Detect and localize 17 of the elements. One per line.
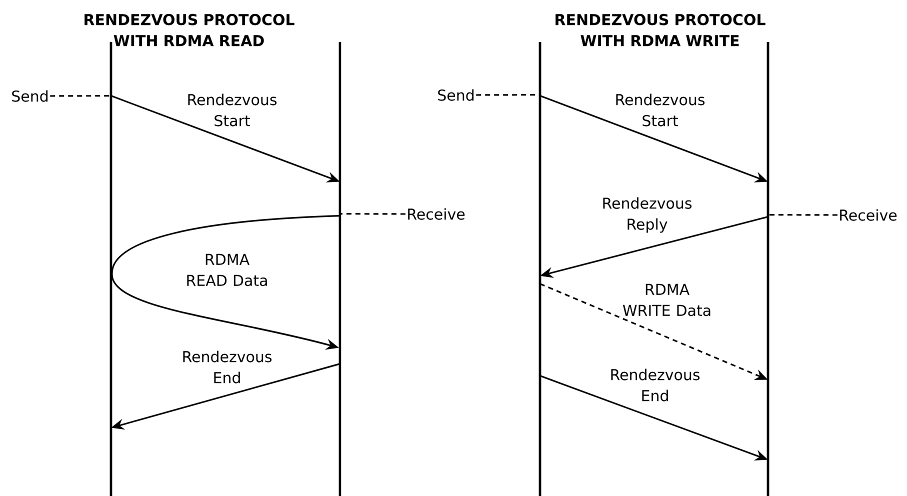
message-label: Receive — [840, 209, 897, 221]
leader-line — [340, 213, 406, 215]
message-label: Send — [438, 89, 474, 101]
edge-label: Rendezvous Reply — [603, 197, 692, 233]
edge-label: Rendezvous Start — [188, 94, 277, 126]
edge-label: RDMA READ Data — [187, 254, 267, 286]
leader-line — [50, 95, 111, 97]
leader-line — [476, 94, 540, 96]
message-label: Receive — [408, 208, 465, 220]
leader-line — [768, 214, 838, 216]
message-label: Send — [12, 90, 48, 102]
edge-label: Rendezvous Start — [616, 94, 705, 126]
edge-label: Rendezvous End — [611, 368, 700, 402]
edge-label: RDMA WRITE Data — [622, 284, 710, 316]
heading: RENDEZVOUS PROTOCOL WITH RDMA READ — [84, 14, 294, 46]
edge-label: Rendezvous End — [183, 350, 272, 384]
heading: RENDEZVOUS PROTOCOL WITH RDMA WRITE — [556, 14, 766, 46]
